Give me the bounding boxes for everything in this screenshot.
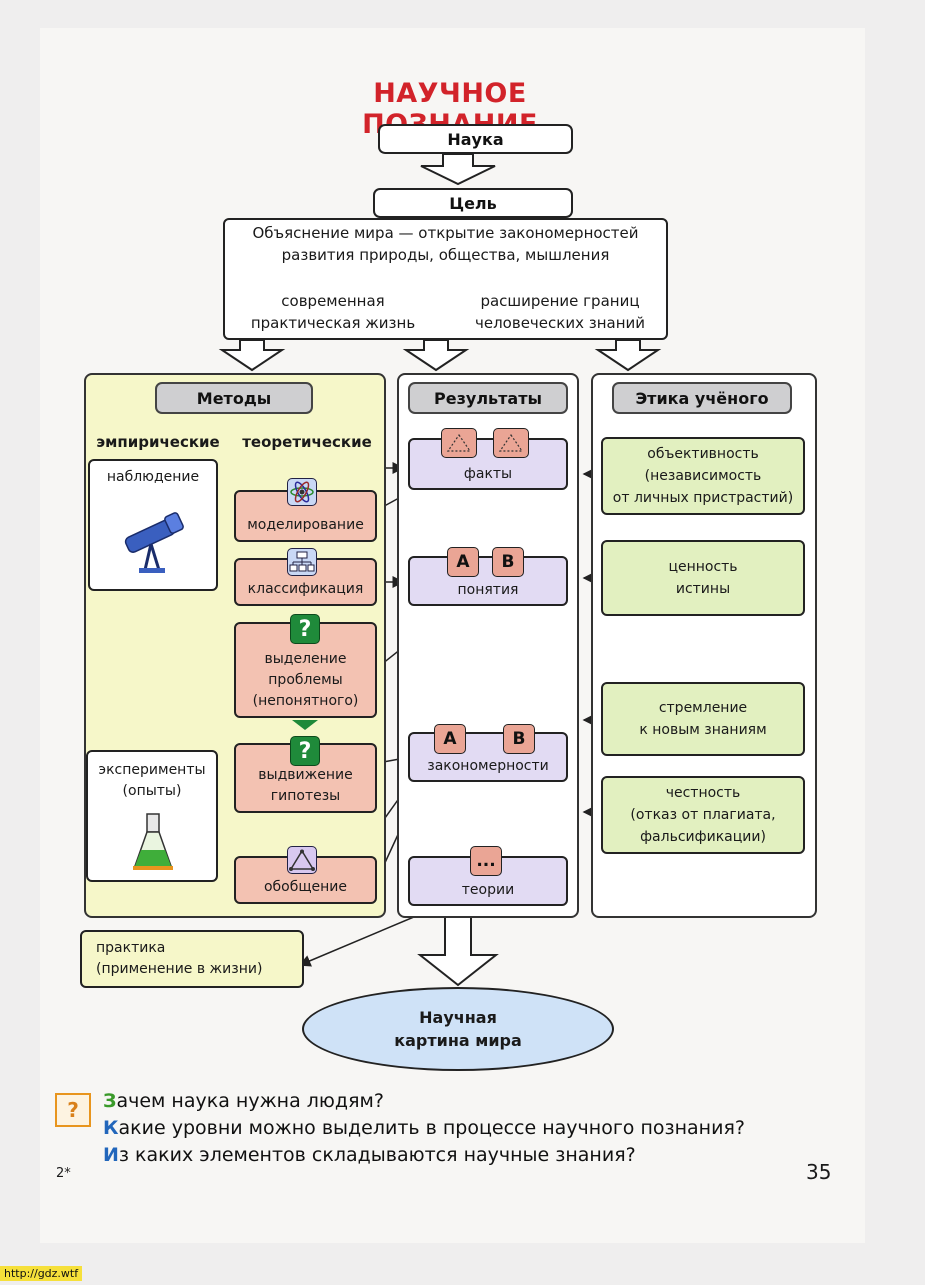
telescope-icon <box>124 512 184 573</box>
question-icon: ? <box>290 614 320 644</box>
down-triangle-icon <box>292 720 318 730</box>
goal-line1: Объяснение мира — открытие закономерност… <box>252 224 639 242</box>
science-box: Наука <box>378 124 573 154</box>
classification-label: классификация <box>247 581 364 597</box>
question-1: Зачем наука нужна людям? <box>103 1090 384 1112</box>
hypothesis-line2: гипотезы <box>270 788 341 804</box>
concepts-box: понятия <box>408 556 568 606</box>
facts-label: факты <box>463 466 513 482</box>
objectivity-line2: (независимость <box>644 468 762 484</box>
striving-line2: к новым знаниям <box>639 722 767 738</box>
practice-line1: практика <box>96 940 166 956</box>
goal-line2: развития природы, общества, мышления <box>281 246 610 264</box>
striving-line1: стремление <box>658 700 748 716</box>
theoretical-label: теоретические <box>242 433 372 451</box>
hypothesis-line1: выдвижение <box>258 767 353 783</box>
question-2: Какие уровни можно выделить в процессе н… <box>103 1117 745 1139</box>
concepts-label: понятия <box>457 582 519 598</box>
problem-line1: выделение <box>264 651 347 667</box>
atom-icon <box>287 478 317 506</box>
observation-label: наблюдение <box>106 469 200 485</box>
goal-right-line2: человеческих знаний <box>475 314 645 332</box>
experiments-line1: эксперименты <box>98 762 206 778</box>
goal-left-line2: практическая жизнь <box>250 314 416 332</box>
methods-header: Методы <box>155 382 313 414</box>
practice-box: практика (применение в жизни) <box>80 930 304 988</box>
tile-a: A <box>434 724 466 754</box>
page-number: 35 <box>806 1160 832 1184</box>
triangle-icon <box>441 428 477 458</box>
tree-structure-icon <box>287 548 317 576</box>
results-header: Результаты <box>408 382 568 414</box>
question-3: Из каких элементов складываются научные … <box>103 1144 636 1166</box>
tile-b: B <box>492 547 524 577</box>
laws-box: закономерности <box>408 732 568 782</box>
goal-left-line1: современная <box>281 292 385 310</box>
question-icon: ? <box>290 736 320 766</box>
generalization-label: обобщение <box>263 879 348 895</box>
goal-box <box>223 218 668 340</box>
worldview-line1: Научная <box>419 1008 497 1027</box>
theories-box: теории <box>408 856 568 906</box>
signature-mark: 2* <box>56 1166 71 1181</box>
tile-b: B <box>503 724 535 754</box>
truth-box: ценность истины <box>601 540 805 616</box>
experiments-line2: (опыты) <box>122 783 182 799</box>
laws-label: закономерности <box>427 758 549 774</box>
flask-icon <box>133 813 173 870</box>
tile-dots: ... <box>470 846 502 876</box>
worldview-line2: картина мира <box>394 1031 522 1050</box>
ethics-header: Этика учёного <box>612 382 792 414</box>
practice-line2: (применение в жизни) <box>96 961 263 977</box>
worldview-ellipse: Научная картина мира <box>302 987 614 1071</box>
goal-label: Цель <box>373 188 573 218</box>
facts-box: факты <box>408 438 568 490</box>
striving-box: стремление к новым знаниям <box>601 682 805 756</box>
objectivity-line1: объективность <box>647 446 759 462</box>
empirical-label: эмпирические <box>96 433 220 451</box>
questions-block: Зачем наука нужна людям? Какие уровни мо… <box>103 1088 863 1169</box>
goal-right-line1: расширение границ <box>480 292 640 310</box>
tile-a: A <box>447 547 479 577</box>
theories-label: теории <box>461 882 515 898</box>
honesty-line1: честность <box>665 785 741 801</box>
problem-line2: проблемы <box>268 672 343 688</box>
truth-line2: истины <box>675 581 731 597</box>
honesty-line2: (отказ от плагиата, <box>630 807 776 823</box>
modeling-label: моделирование <box>247 517 364 533</box>
objectivity-line3: от личных пристрастий) <box>612 490 794 506</box>
truth-line1: ценность <box>668 559 738 575</box>
objectivity-box: объективность (независимость от личных п… <box>601 437 805 515</box>
triangle-icon <box>493 428 529 458</box>
problem-line3: (непонятного) <box>252 693 359 709</box>
modeling-box: моделирование <box>234 490 377 542</box>
footer-link[interactable]: http://gdz.wtf <box>0 1266 83 1281</box>
question-icon: ? <box>55 1093 91 1127</box>
honesty-line3: фальсификации) <box>640 829 766 845</box>
honesty-box: честность (отказ от плагиата, фальсифика… <box>601 776 805 854</box>
triangle-icon <box>287 846 317 874</box>
